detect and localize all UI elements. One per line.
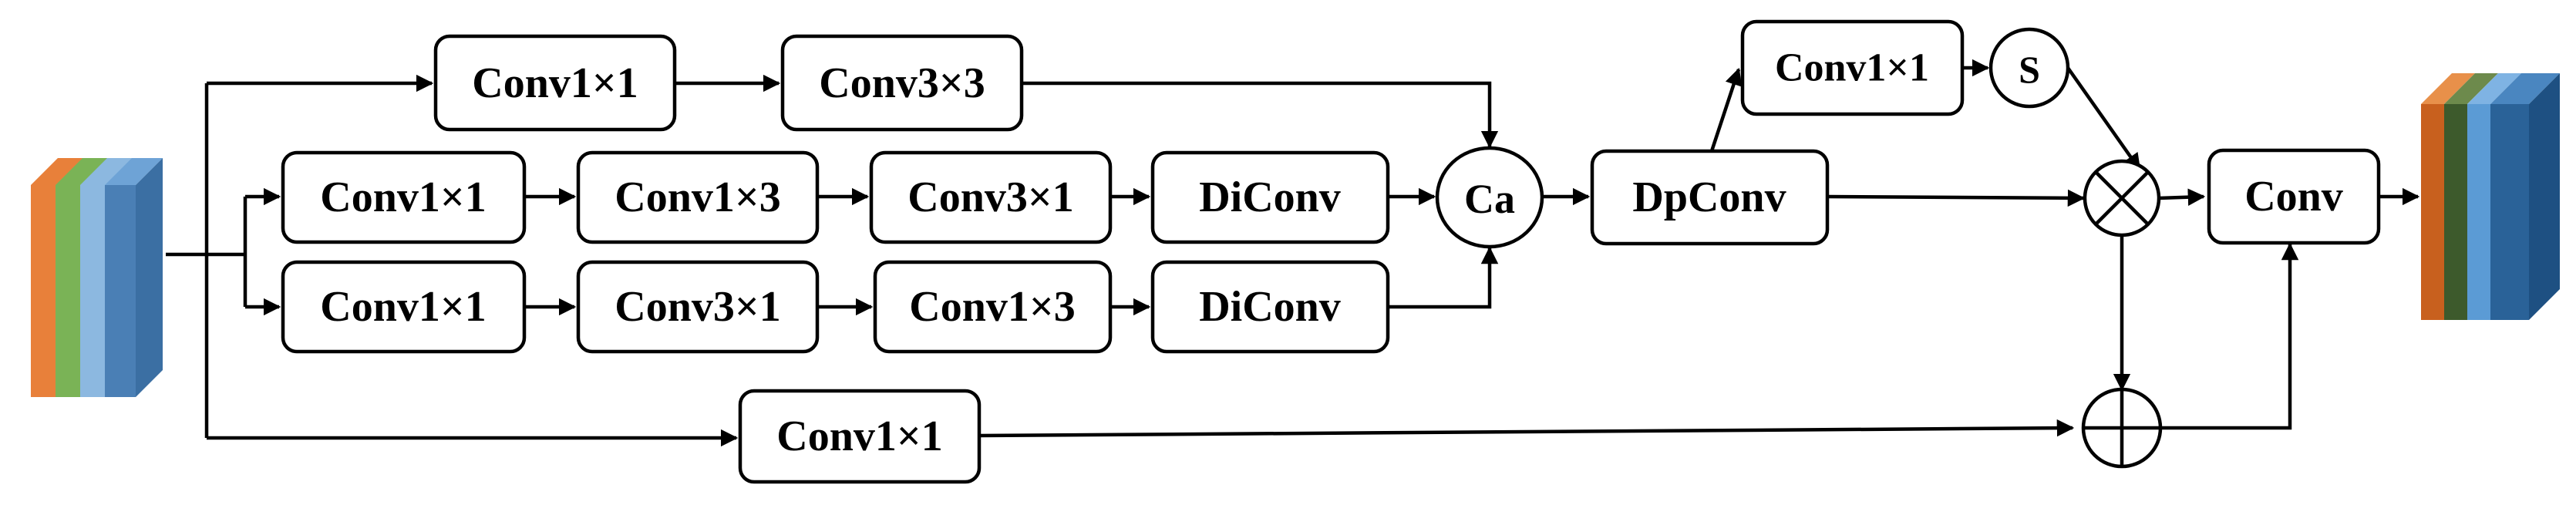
low-diconv-block: DiConv <box>1150 260 1390 354</box>
final-conv-label: Conv <box>2244 173 2343 221</box>
low-conv1x1-label: Conv1×1 <box>320 283 487 331</box>
mid-conv3x1-label: Conv3×1 <box>907 173 1074 221</box>
bottom-conv1x1-block: Conv1×1 <box>738 389 982 484</box>
dpconv-block: DpConv <box>1590 149 1830 246</box>
mid-conv3x1-block: Conv3×1 <box>869 150 1113 244</box>
top-conv3x3-block: Conv3×3 <box>780 34 1024 132</box>
mid-conv1x1-label: Conv1×1 <box>320 173 487 221</box>
low-conv3x1-label: Conv3×1 <box>615 283 781 331</box>
input-layer-3 <box>80 158 138 185</box>
low-diconv-label: DiConv <box>1199 283 1341 331</box>
low-conv3x1-block: Conv3×1 <box>576 260 820 354</box>
top-conv3x3-label: Conv3×3 <box>819 59 985 107</box>
input-layer-1 <box>31 158 89 185</box>
dpconv-label: DpConv <box>1632 173 1786 221</box>
concat-label: Ca <box>1464 176 1515 222</box>
mid-conv1x3-label: Conv1×3 <box>615 173 781 221</box>
output-layer-1 <box>2421 73 2475 104</box>
low-conv1x3-block: Conv1×3 <box>873 260 1113 354</box>
output-layer-3 <box>2467 73 2521 104</box>
connectors <box>166 59 2420 447</box>
low-conv1x3-label: Conv1×3 <box>909 283 1076 331</box>
attention-conv1x1-label: Conv1×1 <box>1775 46 1929 90</box>
top-conv1x1-block: Conv1×1 <box>433 34 677 132</box>
multiply-node <box>2083 159 2161 237</box>
low-conv1x1-block: Conv1×1 <box>281 260 527 354</box>
add-node <box>2081 387 2163 469</box>
attention-conv1x1-block: Conv1×1 <box>1740 19 1965 116</box>
output-layer-4 <box>2490 73 2560 104</box>
sigmoid-node: S <box>1988 27 2070 109</box>
bottom-conv1x1-label: Conv1×1 <box>776 412 943 460</box>
output-layer-2 <box>2444 73 2498 104</box>
mid-conv1x3-block: Conv1×3 <box>576 150 820 244</box>
input-layer-2 <box>56 158 113 185</box>
concat-node: Ca <box>1435 146 1544 249</box>
sigmoid-label: S <box>2019 48 2040 91</box>
input-layer-4 <box>105 158 163 185</box>
final-conv-block: Conv <box>2207 148 2381 245</box>
mid-conv1x1-block: Conv1×1 <box>281 150 527 244</box>
mid-diconv-block: DiConv <box>1150 150 1390 244</box>
input-feature-stack <box>31 158 163 397</box>
top-conv1x1-label: Conv1×1 <box>472 59 638 107</box>
mid-diconv-label: DiConv <box>1199 173 1341 221</box>
output-feature-stack <box>2421 73 2560 320</box>
